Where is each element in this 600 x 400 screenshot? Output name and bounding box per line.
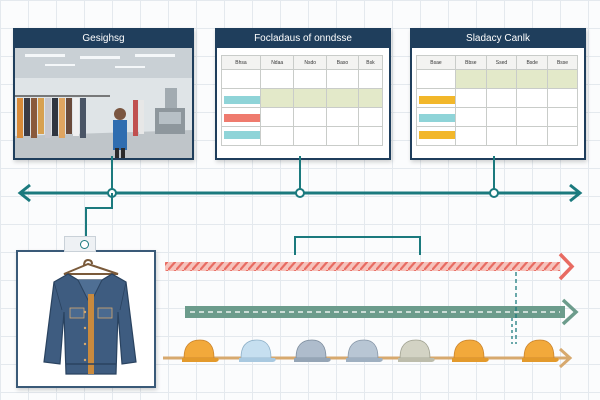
factory-card: Gesighsg: [13, 28, 194, 160]
clothing-factory-photo: [15, 48, 192, 158]
table-row: [221, 107, 384, 127]
column-header: Nsdo: [293, 55, 327, 70]
column-header: Bsde: [516, 55, 549, 70]
column-header: Ssed: [485, 55, 518, 70]
column-header: Ndaa: [259, 55, 295, 70]
green-arrow-head: [561, 298, 579, 326]
card-title: Focladaus of onndsse: [217, 30, 389, 48]
column-header: Bsae: [416, 55, 456, 70]
beige-cap-icon: [398, 339, 435, 362]
green-bar: [185, 306, 565, 318]
timeline-node: [107, 188, 117, 198]
timeline-node: [295, 188, 305, 198]
strategy-table-card: Sladacy Canlk Bsae Bbse Ssed Bsde Bsse: [410, 28, 586, 160]
timeline-arrow-left: [17, 183, 31, 203]
data-table: Bsae Bbse Ssed Bsde Bsse: [416, 55, 578, 146]
bracket: [294, 236, 421, 255]
legend-swatch: [419, 96, 455, 104]
table-row: [416, 69, 578, 89]
data-table: Bhsa Ndaa Nsdo Baso Bsk: [221, 55, 384, 146]
column-header: Bsse: [547, 55, 578, 70]
column-header: Bhsa: [221, 55, 261, 70]
table-row: [221, 88, 384, 108]
card-title: Sladacy Canlk: [412, 30, 584, 48]
legend-swatch: [224, 96, 260, 104]
denim-jacket-icon: [43, 258, 137, 375]
light-blue-cap-icon: [239, 339, 276, 362]
card-title: Gesighsg: [15, 30, 192, 48]
product-pin: [80, 240, 89, 249]
product-card: [16, 250, 156, 388]
legend-swatch: [224, 114, 260, 122]
table-header-row: Bhsa Ndaa Nsdo Baso Bsk: [221, 55, 384, 70]
grey-blue-cap-icon: [294, 339, 331, 362]
legend-swatch: [419, 131, 455, 139]
column-header: Bbse: [455, 55, 487, 70]
timeline-node: [489, 188, 499, 198]
grey-blue-cap-icon: [346, 339, 383, 362]
legend-swatch: [419, 114, 455, 122]
tan-arrow-head: [558, 347, 573, 369]
timeline-arrow-right: [569, 183, 583, 203]
legend-swatch: [224, 131, 260, 139]
orange-cap-icon: [452, 339, 489, 362]
orange-cap-icon: [182, 339, 219, 362]
table-row: [221, 69, 384, 89]
orange-cap-icon: [522, 339, 559, 362]
column-header: Bsk: [357, 55, 384, 70]
table-header-row: Bsae Bbse Ssed Bsde Bsse: [416, 55, 578, 70]
red-hatched-bar: [165, 262, 560, 271]
focus-table-card: Focladaus of onndsse Bhsa Ndaa Nsdo Baso…: [215, 28, 391, 160]
column-header: Baso: [326, 55, 359, 70]
red-arrow-head: [558, 252, 575, 281]
